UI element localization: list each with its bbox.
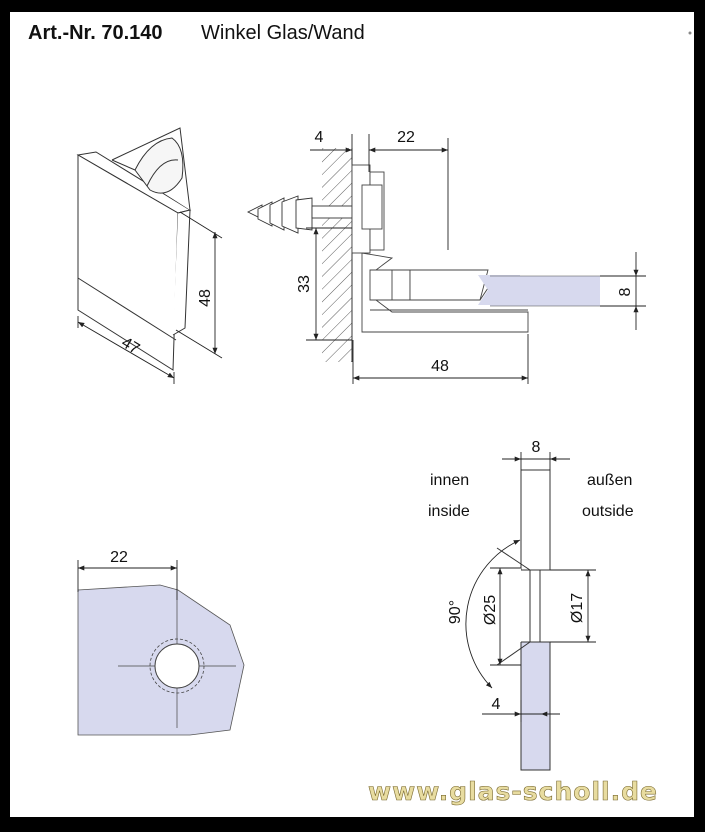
section-dia-outer-label: Ø25 [482,595,499,625]
section-view [496,469,551,771]
section-angle-label: 90° [447,600,464,624]
iso-dimensions [77,211,223,384]
inside-en-label: inside [428,503,470,520]
corner-mark [688,31,692,35]
side-dimensions [306,134,646,384]
section-thickness-label: 8 [532,439,541,456]
iso-height-label: 48 [197,289,214,307]
front-width-label: 22 [110,549,128,566]
side-wall-gap-label: 4 [315,129,324,146]
outside-en-label: outside [582,503,634,520]
iso-width-label: 47 [118,334,142,358]
article-number: Art.-Nr. 70.140 [28,22,163,44]
section-dimensions [465,452,596,722]
section-offset-label: 4 [492,696,501,713]
front-view [77,584,245,736]
inside-de-label: innen [430,472,469,489]
website-url: www.glas-scholl.de [368,777,658,806]
side-height-label: 33 [296,275,313,293]
side-view [246,148,600,362]
front-dimensions [77,560,178,600]
outside-de-label: außen [587,472,632,489]
side-length-label: 48 [431,358,449,375]
side-depth-label: 22 [397,129,415,146]
section-dia-inner-label: Ø17 [569,593,586,623]
isometric-view [76,127,192,371]
side-glass-label: 8 [617,287,634,296]
product-title: Winkel Glas/Wand [201,22,365,44]
